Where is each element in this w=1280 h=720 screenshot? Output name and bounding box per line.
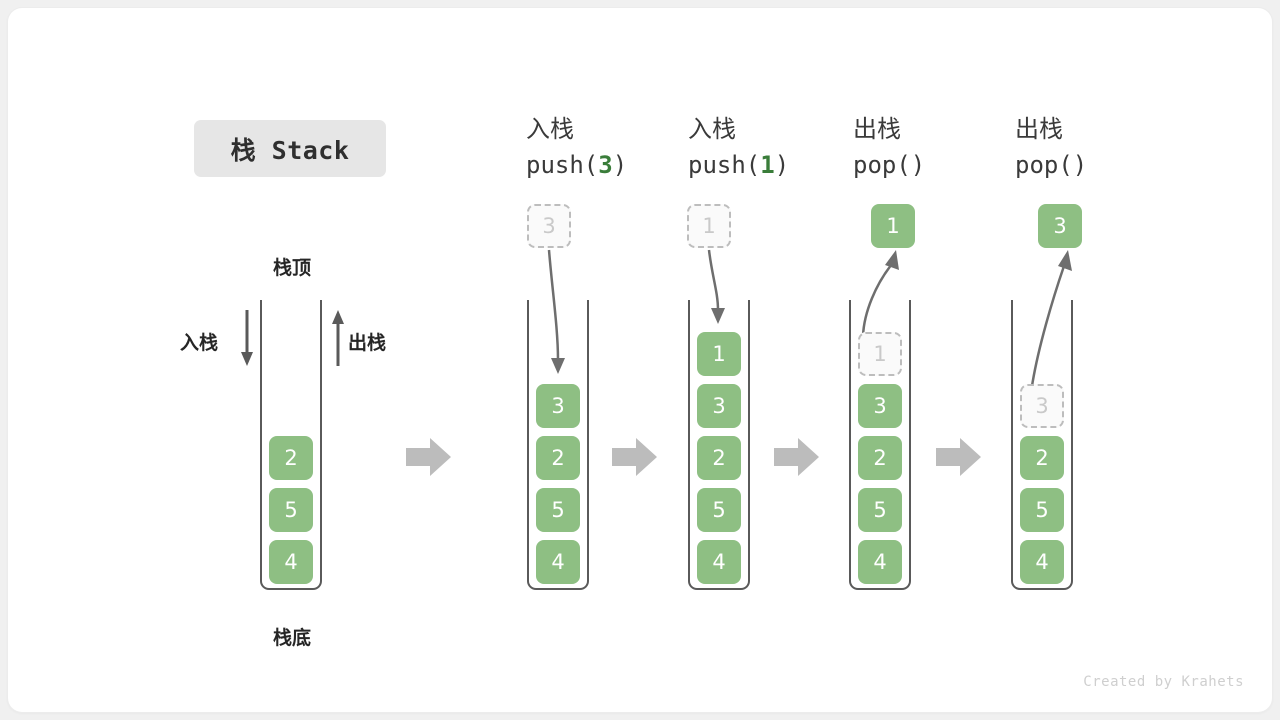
page-title: 栈 Stack	[194, 120, 386, 177]
stack-cell: 3	[697, 384, 741, 428]
column-header-cn: 入栈	[688, 115, 736, 143]
floating-cell-pop-1: 1	[871, 204, 915, 248]
stack-cell: 5	[536, 488, 580, 532]
stack-cell: 3	[858, 384, 902, 428]
column-header-pop-1: 出栈 pop()	[853, 114, 925, 182]
stack-cell: 4	[269, 540, 313, 584]
stack-cell: 4	[1020, 540, 1064, 584]
stack-cell: 5	[269, 488, 313, 532]
column-header-cn: 入栈	[526, 115, 574, 143]
column-header-pop-3: 出栈 pop()	[1015, 114, 1087, 182]
step-arrow-icon	[406, 438, 451, 476]
push-direction-label: 入栈	[180, 332, 219, 354]
stack-container-push-1	[688, 300, 750, 590]
stack-cell: 1	[697, 332, 741, 376]
code-prefix: pop(	[853, 150, 911, 179]
floating-cell-push-1: 1	[687, 204, 731, 248]
code-suffix: )	[612, 150, 628, 179]
stack-cell: 5	[1020, 488, 1064, 532]
step-arrow-icon	[774, 438, 819, 476]
stack-cells-push-3: 3 2 5 4	[536, 302, 580, 588]
stack-container-push-3	[527, 300, 589, 590]
stack-cell-ghost: 3	[1020, 384, 1064, 428]
pop-motion-arrow-icon	[861, 250, 899, 337]
stack-cells-pop-1: 1 3 2 5 4	[858, 302, 902, 588]
stack-cells-initial: 2 5 4	[269, 302, 313, 588]
column-header-cn: 出栈	[853, 115, 901, 143]
stack-cell: 4	[858, 540, 902, 584]
stack-cell: 5	[697, 488, 741, 532]
stack-top-label: 栈顶	[272, 257, 311, 279]
stack-cell: 2	[269, 436, 313, 480]
stack-cell: 2	[858, 436, 902, 480]
pop-arrow-up-icon	[332, 310, 344, 366]
push-motion-arrow-icon	[547, 249, 565, 374]
stack-cells-push-1: 1 3 2 5 4	[697, 302, 741, 588]
column-header-push-1: 入栈 push(1)	[688, 114, 789, 182]
stack-cell: 2	[697, 436, 741, 480]
step-arrow-icon	[612, 438, 657, 476]
code-suffix: )	[910, 150, 926, 179]
stack-cell: 2	[536, 436, 580, 480]
code-arg: 3	[598, 150, 613, 179]
stack-cell: 3	[536, 384, 580, 428]
credit-footer: Created by Krahets	[1083, 674, 1244, 690]
stack-container-initial	[260, 300, 322, 590]
floating-cell-push-3: 3	[527, 204, 571, 248]
stack-cell: 2	[1020, 436, 1064, 480]
code-prefix: push(	[688, 150, 761, 179]
column-header-push-3: 入栈 push(3)	[526, 114, 627, 182]
code-suffix: )	[774, 150, 790, 179]
stack-cell: 5	[858, 488, 902, 532]
code-suffix: )	[1072, 150, 1088, 179]
floating-cell-pop-3: 3	[1038, 204, 1082, 248]
stack-cell-ghost: 1	[858, 332, 902, 376]
column-header-cn: 出栈	[1015, 115, 1063, 143]
column-header-code: push(1)	[688, 150, 789, 182]
push-arrow-down-icon	[241, 310, 253, 366]
stack-bottom-label: 栈底	[272, 627, 311, 649]
step-arrow-icon	[936, 438, 981, 476]
push-motion-arrow-icon	[707, 249, 725, 324]
code-prefix: pop(	[1015, 150, 1073, 179]
column-header-code: pop()	[853, 150, 925, 182]
stack-container-pop-3	[1011, 300, 1073, 590]
stack-cell: 4	[536, 540, 580, 584]
code-prefix: push(	[526, 150, 599, 179]
column-header-code: pop()	[1015, 150, 1087, 182]
column-header-code: push(3)	[526, 150, 627, 182]
code-arg: 1	[760, 150, 775, 179]
stack-cells-pop-3: 3 2 5 4	[1020, 302, 1064, 588]
diagram-card: 栈 Stack 栈顶 入栈 出栈 2 5 4 栈底 入栈 push(3) 3 3…	[8, 8, 1272, 712]
stack-cell: 4	[697, 540, 741, 584]
pop-direction-label: 出栈	[348, 332, 387, 354]
stack-container-pop-1	[849, 300, 911, 590]
pop-motion-arrow-icon	[1030, 250, 1072, 387]
